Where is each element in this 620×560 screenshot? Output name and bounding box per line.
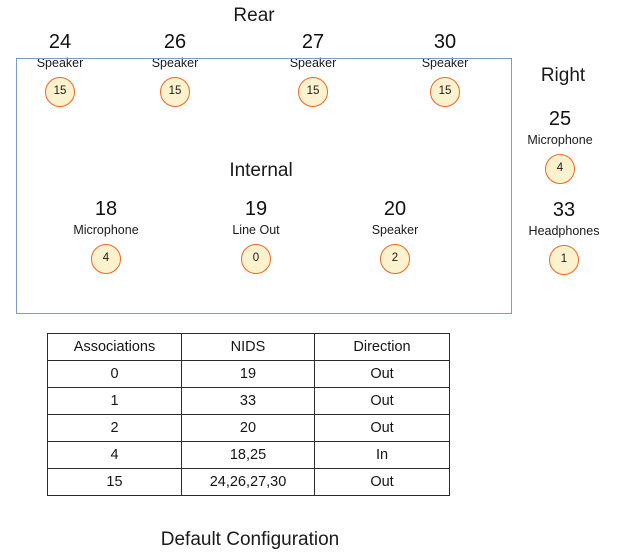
port-internal-0: 18 Microphone 4: [46, 198, 166, 274]
cell-nids: 20: [181, 414, 315, 442]
association-bubble-wrap: 4: [46, 244, 166, 274]
port-right-0: 25 Microphone 4: [500, 108, 620, 184]
port-id: 24: [48, 31, 72, 53]
cell-direction: Out: [314, 414, 450, 442]
column-header-associations: Associations: [47, 333, 182, 361]
group-heading-right: Right: [540, 65, 586, 86]
port-label: Microphone: [527, 133, 593, 147]
port-internal-1: 19 Line Out 0: [196, 198, 316, 274]
association-bubble-wrap: 15: [0, 77, 120, 107]
association-bubble-wrap: 4: [500, 154, 620, 184]
cell-association: 0: [47, 360, 182, 388]
table-row: 4 18,25 In: [47, 441, 450, 469]
port-label: Headphones: [528, 224, 600, 238]
cell-association: 1: [47, 387, 182, 415]
port-id: 18: [94, 198, 118, 220]
port-rear-0: 24 Speaker 15: [0, 31, 120, 107]
port-id: 19: [244, 198, 268, 220]
cell-direction: In: [314, 441, 450, 469]
column-header-nids: NIDS: [181, 333, 315, 361]
association-bubble-wrap: 15: [253, 77, 373, 107]
port-id: 26: [163, 31, 187, 53]
port-label: Speaker: [371, 223, 419, 237]
cell-direction: Out: [314, 360, 450, 388]
port-label: Line Out: [232, 223, 280, 237]
port-rear-1: 26 Speaker 15: [115, 31, 235, 107]
group-heading-rear: Rear: [233, 5, 275, 26]
cell-association: 2: [47, 414, 182, 442]
port-id: 27: [301, 31, 325, 53]
codec-boundary-box: [16, 58, 512, 314]
port-label: Speaker: [36, 56, 84, 70]
association-bubble: 4: [545, 154, 575, 184]
table-row: 2 20 Out: [47, 414, 450, 442]
port-id: 25: [548, 108, 572, 130]
cell-nids: 24,26,27,30: [181, 468, 315, 496]
association-bubble-wrap: 1: [504, 245, 620, 275]
association-bubble-wrap: 15: [115, 77, 235, 107]
table-row: 1 33 Out: [47, 387, 450, 415]
cell-nids: 33: [181, 387, 315, 415]
column-header-direction: Direction: [314, 333, 450, 361]
port-right-1: 33 Headphones 1: [504, 199, 620, 275]
association-bubble: 15: [160, 77, 190, 107]
cell-association: 15: [47, 468, 182, 496]
port-id: 20: [383, 198, 407, 220]
association-bubble: 2: [380, 244, 410, 274]
association-bubble: 15: [298, 77, 328, 107]
association-bubble: 4: [91, 244, 121, 274]
cell-nids: 18,25: [181, 441, 315, 469]
cell-direction: Out: [314, 468, 450, 496]
port-label: Speaker: [151, 56, 199, 70]
port-label: Speaker: [289, 56, 337, 70]
association-bubble: 0: [241, 244, 271, 274]
port-label: Speaker: [421, 56, 469, 70]
cell-direction: Out: [314, 387, 450, 415]
association-bubble-wrap: 0: [196, 244, 316, 274]
association-bubble: 1: [549, 245, 579, 275]
port-id: 30: [433, 31, 457, 53]
table-row: 0 19 Out: [47, 360, 450, 388]
group-heading-internal: Internal: [229, 160, 293, 181]
figure-caption: Default Configuration: [160, 529, 340, 550]
association-bubble: 15: [45, 77, 75, 107]
cell-nids: 19: [181, 360, 315, 388]
association-bubble-wrap: 15: [385, 77, 505, 107]
port-id: 33: [552, 199, 576, 221]
table-row: 15 24,26,27,30 Out: [47, 468, 450, 496]
association-bubble: 15: [430, 77, 460, 107]
port-internal-2: 20 Speaker 2: [335, 198, 455, 274]
port-rear-2: 27 Speaker 15: [253, 31, 373, 107]
associations-table: Associations NIDS Direction 0 19 Out 1 3…: [47, 333, 450, 496]
port-rear-3: 30 Speaker 15: [385, 31, 505, 107]
table-header-row: Associations NIDS Direction: [47, 333, 450, 361]
cell-association: 4: [47, 441, 182, 469]
association-bubble-wrap: 2: [335, 244, 455, 274]
port-label: Microphone: [73, 223, 139, 237]
